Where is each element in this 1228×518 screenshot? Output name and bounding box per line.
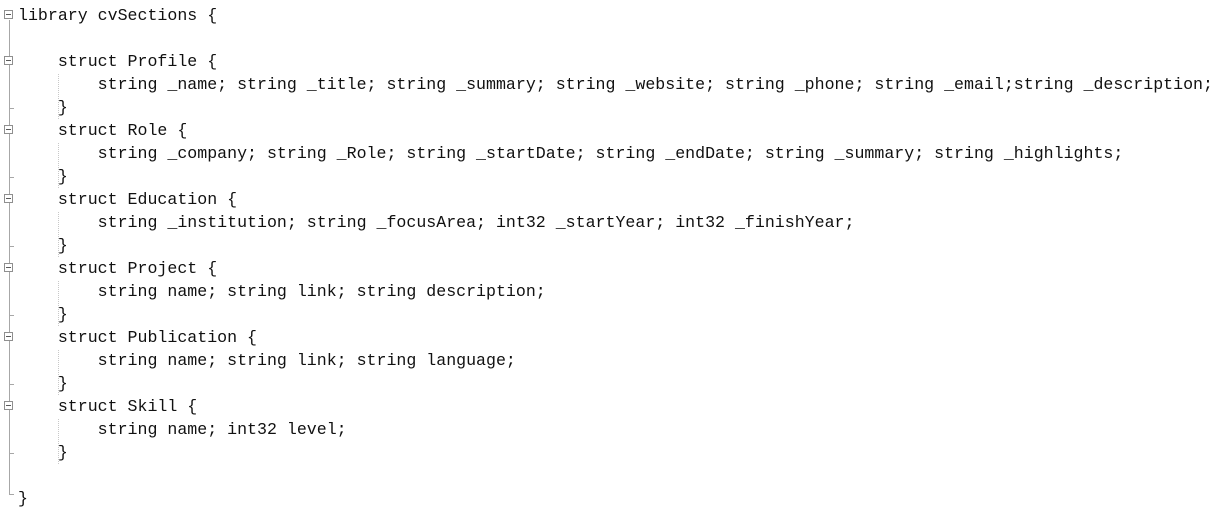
fold-toggle-publication-icon[interactable] [4, 332, 13, 341]
code-line[interactable]: struct Publication { [18, 328, 257, 347]
code-line[interactable]: struct Role { [18, 121, 188, 140]
code-line[interactable]: library cvSections { [18, 6, 218, 25]
code-line[interactable]: } [18, 443, 68, 462]
code-line[interactable]: string _company; string _Role; string _s… [18, 144, 1124, 163]
fold-toggle-education-icon[interactable] [4, 194, 13, 203]
code-line[interactable]: string _institution; string _focusArea; … [18, 213, 855, 232]
indent-guide [58, 74, 59, 120]
code-line[interactable]: } [18, 489, 28, 508]
code-line[interactable]: struct Profile { [18, 52, 218, 71]
code-line[interactable]: string _name; string _title; string _sum… [18, 75, 1213, 94]
code-line[interactable]: struct Education { [18, 190, 238, 209]
indent-guide [58, 281, 59, 327]
code-line[interactable]: } [18, 167, 68, 186]
fold-toggle-skill-icon[interactable] [4, 401, 13, 410]
indent-guide [58, 350, 59, 396]
indent-guide [58, 143, 59, 189]
fold-guide-end [9, 246, 14, 247]
code-line[interactable]: } [18, 236, 68, 255]
code-line[interactable]: string name; string link; string languag… [18, 351, 516, 370]
indent-guide [58, 212, 59, 258]
fold-guide-end [9, 177, 14, 178]
fold-toggle-role-icon[interactable] [4, 125, 13, 134]
indent-guide [58, 419, 59, 465]
code-line[interactable]: string name; string link; string descrip… [18, 282, 546, 301]
fold-margin [0, 0, 16, 518]
code-line[interactable]: string name; int32 level; [18, 420, 347, 439]
fold-guide-end [9, 453, 14, 454]
code-line[interactable]: } [18, 305, 68, 324]
code-line[interactable]: struct Skill { [18, 397, 198, 416]
fold-guide-end [9, 315, 14, 316]
fold-guide-end [9, 384, 14, 385]
fold-guide-line [9, 20, 10, 494]
fold-toggle-project-icon[interactable] [4, 263, 13, 272]
fold-guide-end [9, 494, 14, 495]
fold-guide-end [9, 108, 14, 109]
fold-toggle-library-icon[interactable] [4, 10, 13, 19]
code-line[interactable]: } [18, 98, 68, 117]
code-line[interactable]: struct Project { [18, 259, 218, 278]
code-line[interactable]: } [18, 374, 68, 393]
fold-toggle-profile-icon[interactable] [4, 56, 13, 65]
